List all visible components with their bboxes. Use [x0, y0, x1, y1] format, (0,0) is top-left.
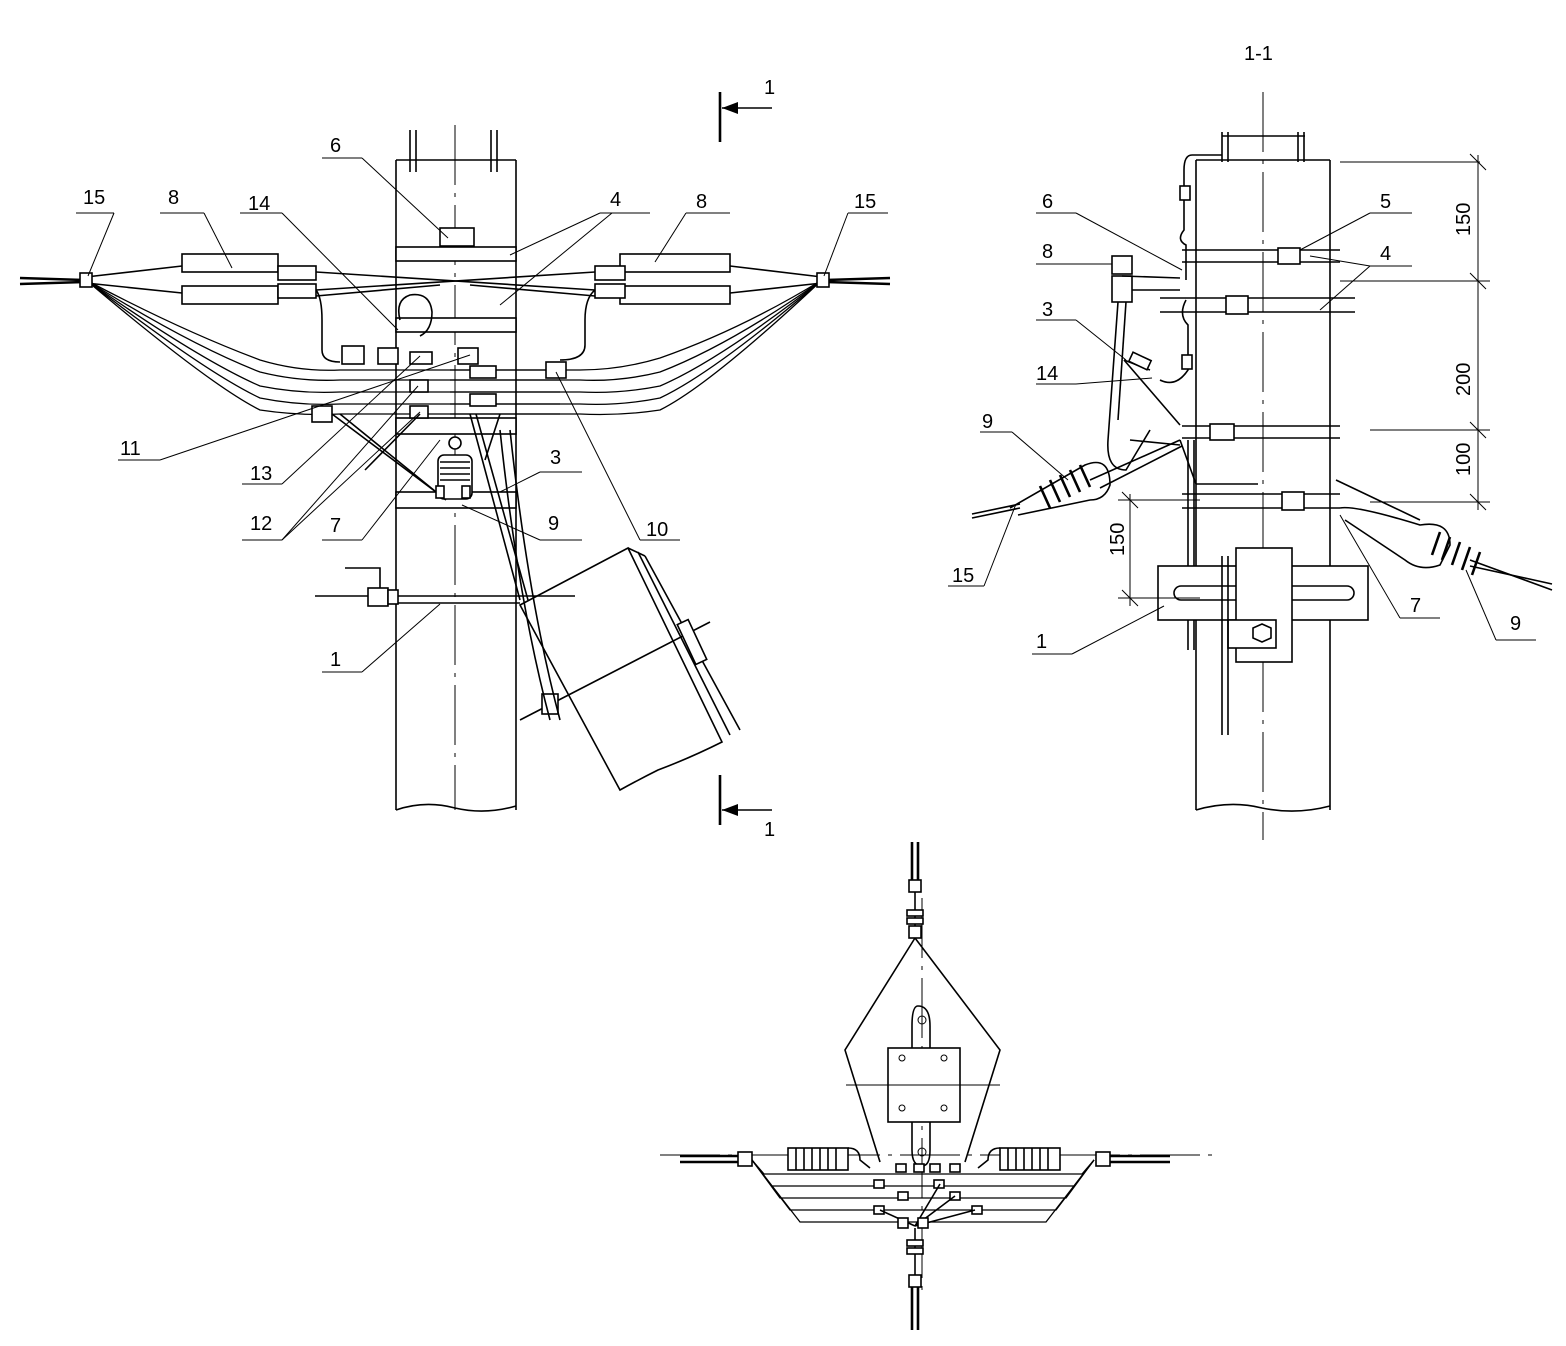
dimension-150-bottom: 150 [1107, 523, 1129, 556]
callout-8-left: 8 [168, 187, 179, 209]
section-mark-top: 1 [718, 77, 775, 142]
front-callouts: 15 8 14 6 4 8 15 [76, 135, 888, 673]
plan-messenger [680, 1151, 1170, 1167]
plan-view [660, 842, 1212, 1330]
side-strut [1123, 351, 1258, 485]
side-callout-9-left: 9 [982, 411, 993, 433]
callout-4: 4 [610, 189, 621, 211]
side-callout-9-right: 9 [1510, 613, 1521, 635]
front-view: 1 1 15 8 14 6 [19, 77, 891, 841]
callout-11: 11 [120, 438, 141, 460]
plan-central-plate [846, 1005, 1000, 1167]
side-callout-4: 4 [1380, 243, 1391, 265]
plan-clamp-left [787, 1147, 871, 1171]
plan-upper-conductor [906, 842, 924, 939]
section-mark-bottom-label: 1 [764, 819, 775, 841]
side-pole-bands [1160, 247, 1355, 511]
callout-9: 9 [548, 513, 559, 535]
callout-15-right: 15 [854, 191, 876, 213]
side-callout-15: 15 [952, 565, 974, 587]
front-insulator [435, 436, 473, 500]
dimension-200: 200 [1453, 363, 1475, 396]
side-bracket [1157, 547, 1369, 735]
side-callout-3: 3 [1042, 299, 1053, 321]
callout-15-left: 15 [83, 187, 105, 209]
plan-lower-conductor [906, 1228, 924, 1330]
side-insulator-left [971, 439, 1183, 519]
front-diagonal-wires [331, 413, 529, 601]
plan-clamp-right [977, 1147, 1061, 1171]
front-branch-connectors [311, 345, 567, 423]
section-mark-bottom: 1 [718, 775, 775, 841]
plan-conductor-tray [751, 1159, 1095, 1229]
callout-7: 7 [330, 515, 341, 537]
front-messenger-ends [19, 272, 891, 288]
front-anchor-clamps-left [85, 253, 317, 305]
dimension-100: 100 [1453, 443, 1475, 476]
dimension-150-top: 150 [1453, 203, 1475, 236]
side-callout-1: 1 [1036, 631, 1047, 653]
side-dimensions: 150 200 100 150 [1107, 153, 1490, 607]
callout-6: 6 [330, 135, 341, 157]
side-callout-14: 14 [1036, 363, 1058, 385]
front-crossing-links [315, 271, 596, 297]
callout-1: 1 [330, 649, 341, 671]
front-bracket [315, 567, 575, 607]
callout-3: 3 [550, 447, 561, 469]
side-callout-5: 5 [1380, 191, 1391, 213]
callout-14: 14 [248, 193, 270, 215]
callout-13: 13 [250, 463, 272, 485]
side-insulator-right [1335, 479, 1553, 591]
front-pole-bands [395, 227, 517, 509]
plan-diamond-stay [844, 937, 1001, 1163]
callout-12: 12 [250, 513, 272, 535]
section-mark-top-label: 1 [764, 77, 775, 99]
side-pole [1195, 92, 1331, 840]
side-callout-6: 6 [1042, 191, 1053, 213]
front-anchor-clamps-right [594, 253, 823, 305]
callout-10: 10 [646, 519, 668, 541]
side-callout-8: 8 [1042, 241, 1053, 263]
front-loops [315, 289, 596, 363]
side-view-title: 1-1 [1244, 43, 1273, 65]
front-conductor-bundle-right [450, 279, 823, 416]
side-upper-clamp [1107, 255, 1181, 471]
front-cable-box [499, 429, 741, 792]
side-callouts: 6 8 3 14 9 15 1 5 [948, 191, 1536, 655]
side-callout-7: 7 [1410, 595, 1421, 617]
side-view: 1-1 [948, 43, 1553, 840]
callout-8-right: 8 [696, 191, 707, 213]
